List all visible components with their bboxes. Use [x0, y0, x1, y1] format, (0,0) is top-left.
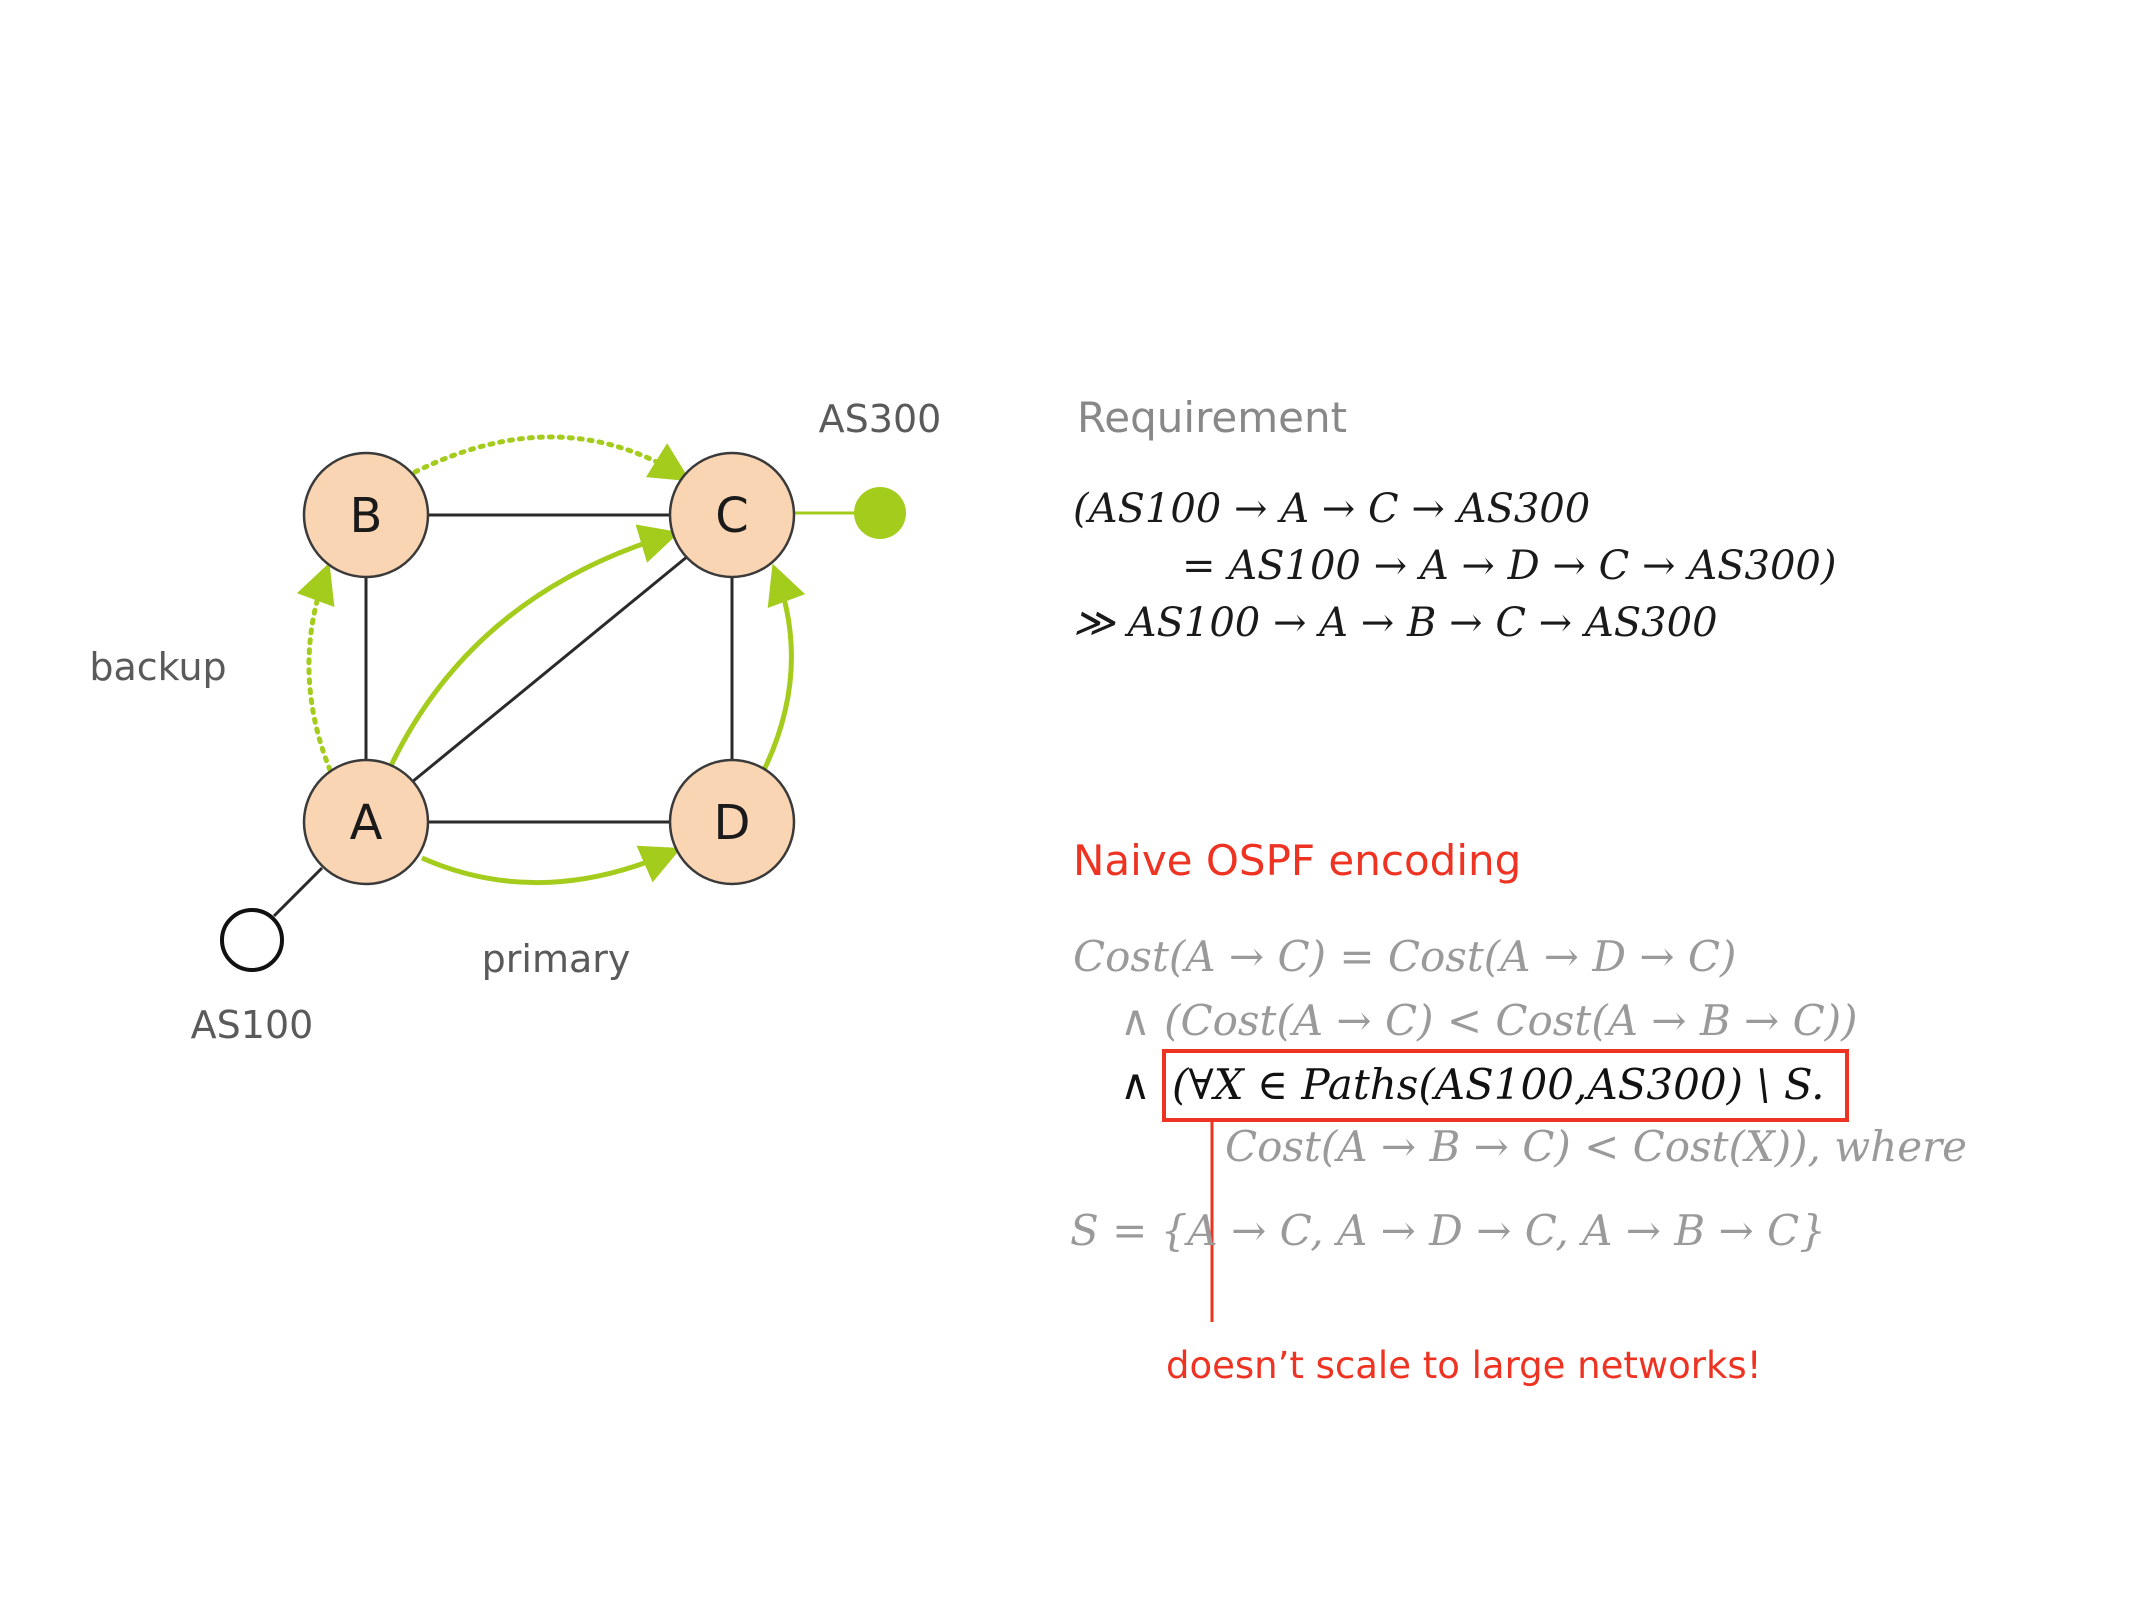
primary-label: primary [482, 937, 631, 981]
scaling-note: doesn’t scale to large networks! [1166, 1344, 1762, 1387]
primary-path-a-d [420, 845, 682, 886]
requirement-line-1: (AS100 → A → C → AS300 [1073, 486, 1591, 532]
node-d[interactable]: D [668, 758, 796, 886]
backup-path-a-b [296, 562, 335, 773]
as300-endpoint[interactable] [854, 487, 906, 539]
encoding-line-1: Cost(A → C) = Cost(A → D → C) [1073, 932, 1737, 981]
encoding-line-2: ∧ (Cost(A → C) < Cost(A → B → C)) [1120, 996, 1858, 1045]
requirement-line-2: = AS100 → A → D → C → AS300) [1182, 543, 1837, 589]
as300-label: AS300 [819, 397, 942, 441]
requirement-line-3: ≫ AS100 → A → B → C → AS300 [1073, 600, 1718, 646]
node-a-label: A [350, 795, 383, 851]
as100-endpoint[interactable] [220, 908, 284, 972]
edge-a-as100 [272, 866, 324, 918]
node-c[interactable]: C [668, 451, 796, 579]
backup-label: backup [89, 645, 226, 689]
highlight-box [1162, 1049, 1849, 1122]
requirement-heading: Requirement [1077, 393, 1348, 442]
edge-a-c [411, 554, 689, 784]
encoding-line-3-forall: (∀X ∈ Paths(AS100,AS300) \ S. [1172, 1060, 1825, 1109]
node-d-label: D [714, 795, 751, 851]
as100-label: AS100 [191, 1003, 314, 1047]
backup-path-b-c [412, 434, 691, 482]
node-a[interactable]: A [302, 758, 430, 886]
primary-path-d-c [761, 563, 806, 772]
primary-path-a-c [385, 524, 680, 774]
encoding-line-4: Cost(A → B → C) < Cost(X)), where [1225, 1122, 1968, 1171]
encoding-line-5: S = {A → C, A → D → C, A → B → C} [1070, 1206, 1826, 1255]
encoding-heading: Naive OSPF encoding [1073, 836, 1522, 885]
node-b[interactable]: B [302, 451, 430, 579]
node-c-label: C [715, 488, 749, 544]
node-b-label: B [350, 488, 383, 544]
encoding-line-3-conjunction: ∧ [1120, 1060, 1151, 1109]
